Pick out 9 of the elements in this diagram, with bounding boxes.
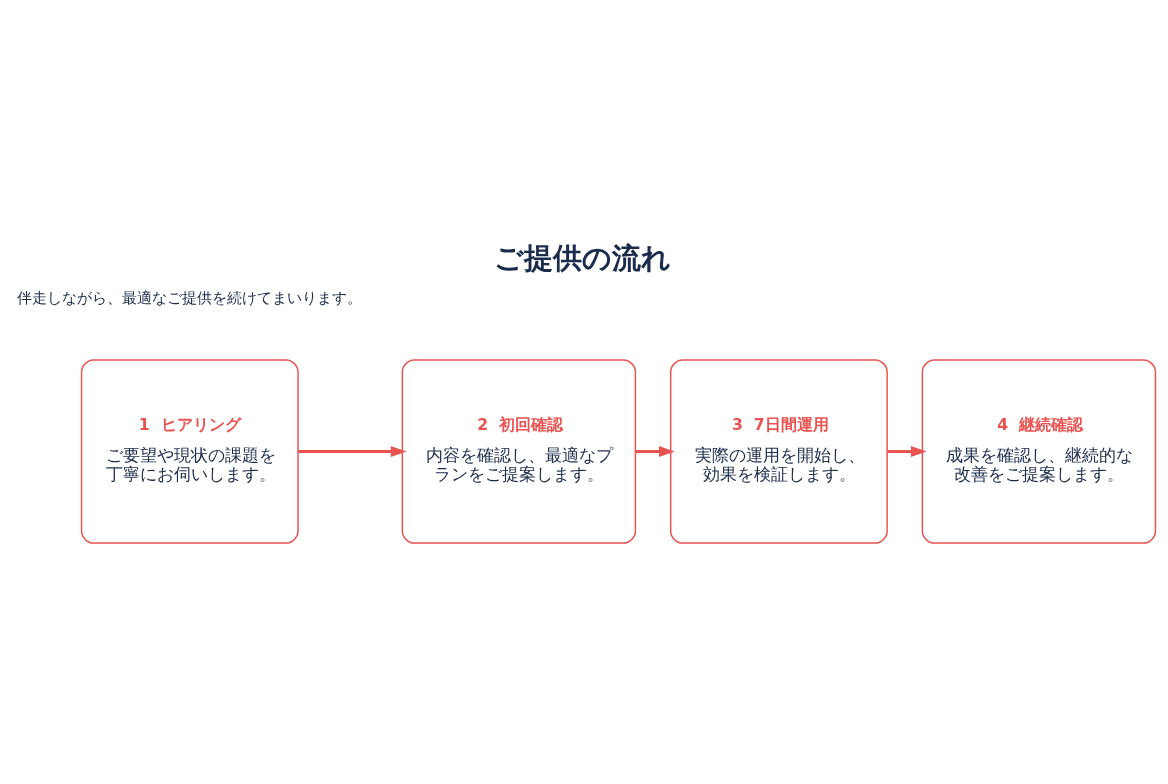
label: 伴走しながら、最適なご提供を続けてまいります。 [17, 288, 363, 306]
node-box: 4 継続確認 成果を確認し、継続的な改善をご提案します。 [921, 358, 1157, 544]
arrow [635, 445, 675, 457]
arrow [298, 445, 407, 457]
diagram-title: ご提供の流れ [494, 240, 672, 275]
node-box: 2 初回確認 内容を確認し、最適なプランをご提案します。 [401, 358, 637, 544]
node-box: 1 ヒアリング ご要望や現状の課題を丁寧にお伺いします。 [80, 358, 299, 544]
node-box: 3 7日間運用 実際の運用を開始し、効果を検証します。 [669, 358, 888, 544]
arrow [887, 445, 927, 457]
